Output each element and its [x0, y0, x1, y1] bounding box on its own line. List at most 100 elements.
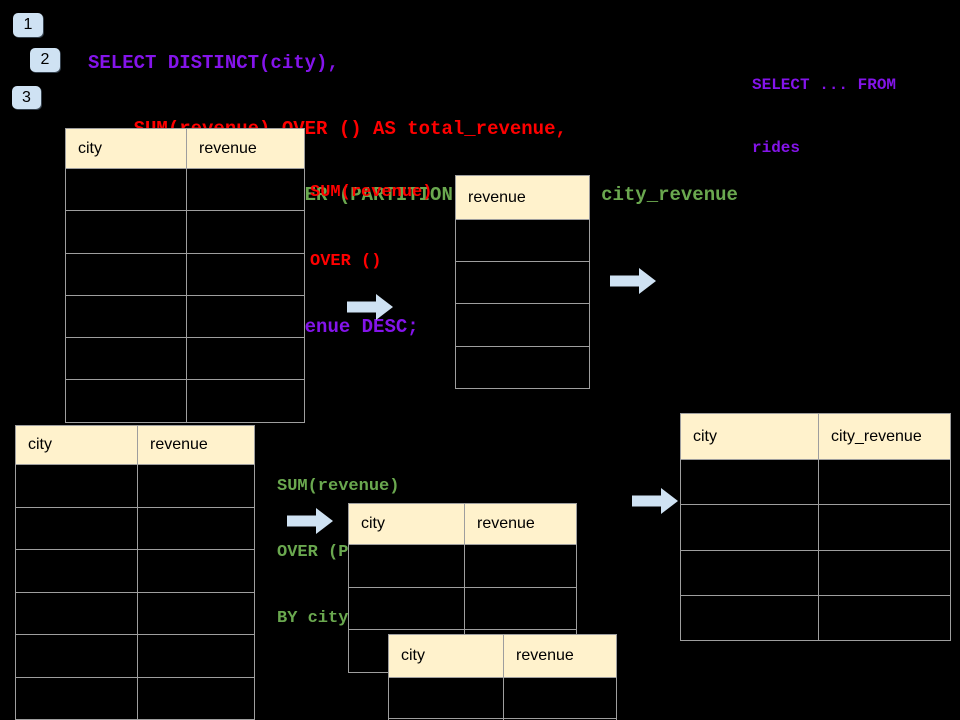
table-cell-empty [464, 545, 576, 587]
table-cell-empty [681, 596, 818, 640]
table-cell-empty [16, 550, 137, 592]
column-header: revenue [503, 635, 616, 677]
table-row [66, 210, 304, 253]
table-row [681, 594, 950, 641]
table-row [456, 261, 589, 303]
table-header-row: revenue [456, 176, 589, 219]
table-cell-empty [186, 380, 304, 422]
partition-annotation-line-1: SUM(revenue) [277, 477, 400, 496]
column-header: city [349, 504, 464, 544]
total-revenue-annotation: SUM(revenue) OVER () [310, 135, 432, 319]
table-cell-empty [16, 635, 137, 677]
table-cell-empty [389, 678, 503, 718]
table-cell-empty [186, 169, 304, 211]
total-revenue-table: revenue [455, 175, 590, 389]
table-cell-empty [16, 465, 137, 507]
table-cell-empty [456, 262, 589, 303]
step-badge-1: 1 [13, 13, 43, 37]
table-cell-empty [16, 678, 137, 720]
table-cell-empty [456, 220, 589, 261]
table-cell-empty [681, 505, 818, 549]
total-revenue-annotation-line-1: SUM(revenue) [310, 183, 433, 202]
table-cell-empty [16, 593, 137, 635]
column-header: city [389, 635, 503, 677]
table-row [66, 337, 304, 380]
column-header: city [66, 129, 186, 168]
table-row [16, 549, 254, 592]
table-cell-empty [681, 551, 818, 595]
table-row [16, 506, 254, 550]
table-cell-empty [186, 253, 304, 295]
table-row [456, 303, 589, 345]
total-revenue-annotation-line-2: OVER () [310, 252, 382, 271]
table-cell-empty [349, 545, 464, 587]
flow-arrow-icon [347, 294, 393, 320]
table-cell-empty [66, 169, 186, 210]
table-cell-empty [818, 505, 950, 550]
table-cell-empty [818, 550, 950, 595]
table-row [456, 345, 589, 388]
table-row [349, 586, 576, 630]
side-note-line-1: SELECT ... FROM [752, 76, 897, 94]
table-cell-empty [818, 460, 950, 505]
table-cell-empty [66, 211, 186, 252]
table-row [16, 591, 254, 635]
table-cell-empty [137, 635, 254, 677]
flow-arrow-icon [632, 488, 678, 514]
table-cell-empty [66, 254, 186, 295]
flow-arrow-icon [287, 508, 333, 534]
step-badge-3: 3 [12, 86, 41, 109]
table-row [681, 459, 950, 505]
column-header: revenue [464, 504, 576, 544]
table-cell-empty [503, 678, 616, 718]
table-cell-empty [681, 460, 818, 504]
table-cell-empty [186, 211, 304, 253]
partition-annotation-line-3: BY city) [277, 609, 359, 628]
table-row [389, 677, 616, 718]
table-row [66, 294, 304, 338]
table-cell-empty [818, 595, 950, 641]
table-cell-empty [16, 508, 137, 550]
table-cell-empty [137, 677, 254, 719]
flow-arrow-icon [610, 268, 656, 294]
column-header: revenue [456, 176, 589, 219]
table-cell-empty [137, 550, 254, 592]
table-cell-empty [137, 592, 254, 634]
table-row [456, 219, 589, 261]
side-note-line-2: rides [752, 139, 801, 157]
table-cell-empty [66, 380, 186, 421]
table-cell-empty [137, 465, 254, 507]
sql-line-select: SELECT DISTINCT(city), [88, 52, 339, 74]
column-header: city [681, 414, 818, 459]
table-row [16, 634, 254, 677]
table-row [681, 549, 950, 595]
table-row [66, 168, 304, 211]
side-note-code: SELECT ... FROM rides [752, 33, 896, 201]
table-cell-empty [66, 338, 186, 379]
table-cell-empty [66, 296, 186, 337]
table-cell-empty [464, 587, 576, 630]
table-row [16, 464, 254, 507]
table-cell-empty [456, 347, 589, 388]
table-cell-empty [186, 295, 304, 338]
table-cell-empty [456, 304, 589, 345]
column-header: city [16, 426, 137, 464]
step-badge-2: 2 [30, 48, 60, 72]
table-row [681, 504, 950, 550]
table-row [66, 252, 304, 295]
column-header: revenue [137, 426, 254, 464]
column-header: city_revenue [818, 414, 950, 459]
table-row [349, 544, 576, 587]
table-cell-empty [186, 338, 304, 380]
table-row [66, 379, 304, 422]
table-row [16, 676, 254, 720]
